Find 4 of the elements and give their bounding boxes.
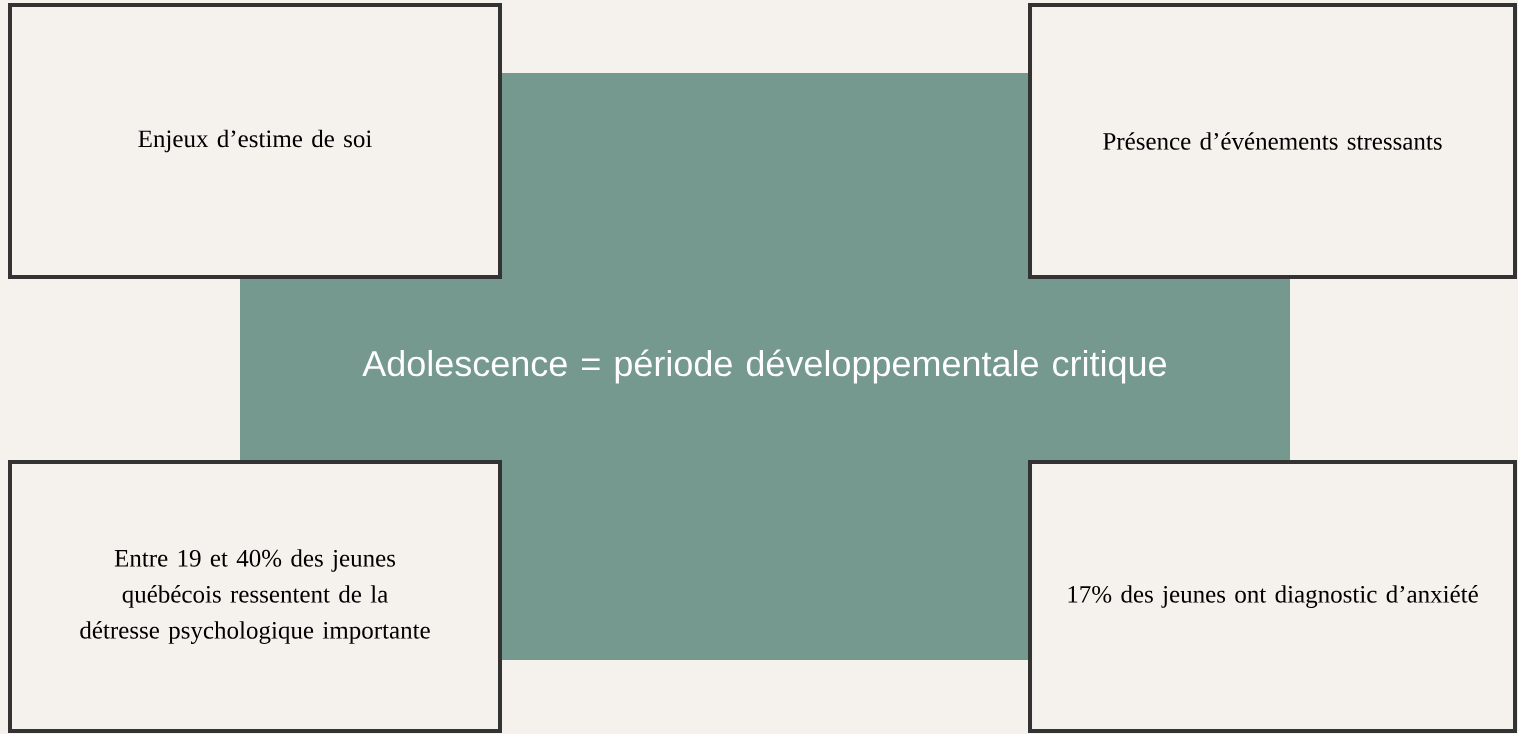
text-box: 17% des jeunes ont diagnostic d’anxiété <box>1028 460 1517 733</box>
text-box: Enjeux d’estime de soi <box>8 3 502 279</box>
text-box: Présence d’événements stressants <box>1028 3 1517 279</box>
text-box: Entre 19 et 40% des jeunes québécois ressentent de la détresse psychologique importante <box>8 460 502 733</box>
